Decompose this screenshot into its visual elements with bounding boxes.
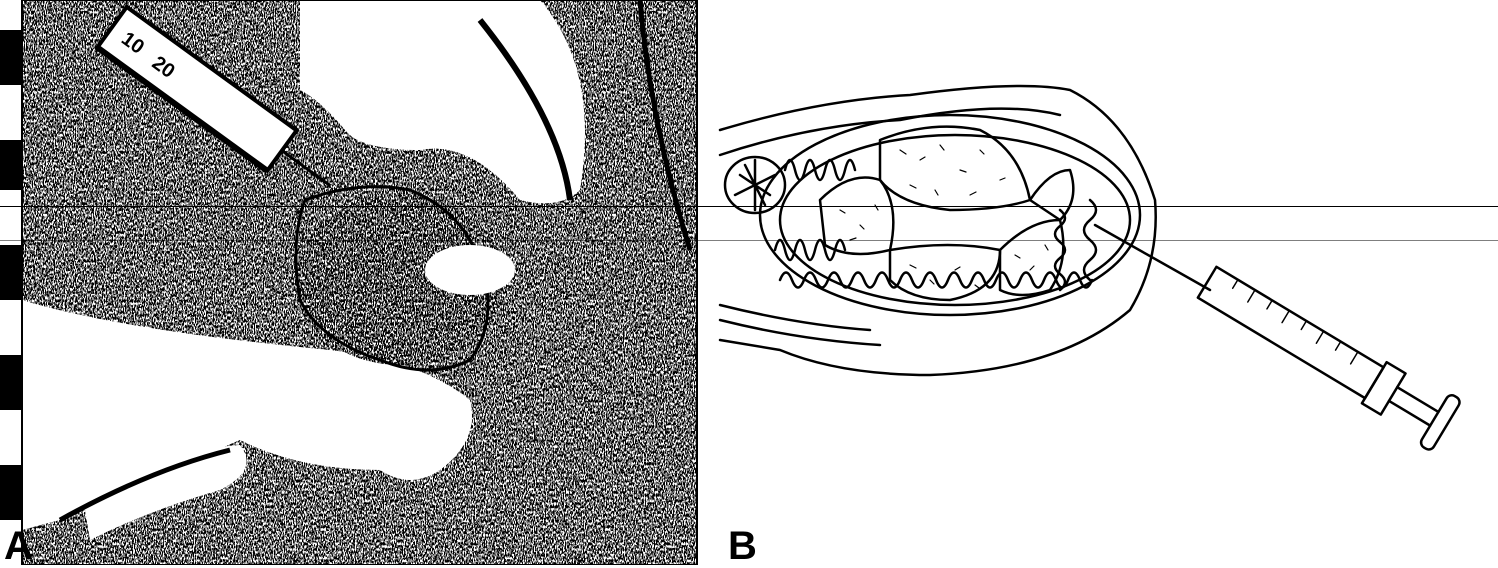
ruler-mark xyxy=(0,465,22,520)
ruler-mark xyxy=(0,30,22,85)
panel-b: B xyxy=(700,0,1498,565)
ruler-mark xyxy=(0,355,22,410)
scan-line xyxy=(0,206,1498,207)
panel-a: 10 20 A xyxy=(0,0,700,565)
ruler-mark xyxy=(0,245,22,300)
scan-line xyxy=(0,240,1498,241)
panel-label-a: A xyxy=(4,526,33,566)
injection-photo: 10 20 xyxy=(0,0,700,565)
ruler-mark xyxy=(0,140,22,190)
panel-label-b: B xyxy=(728,526,757,566)
cross-section-illustration xyxy=(700,0,1498,565)
